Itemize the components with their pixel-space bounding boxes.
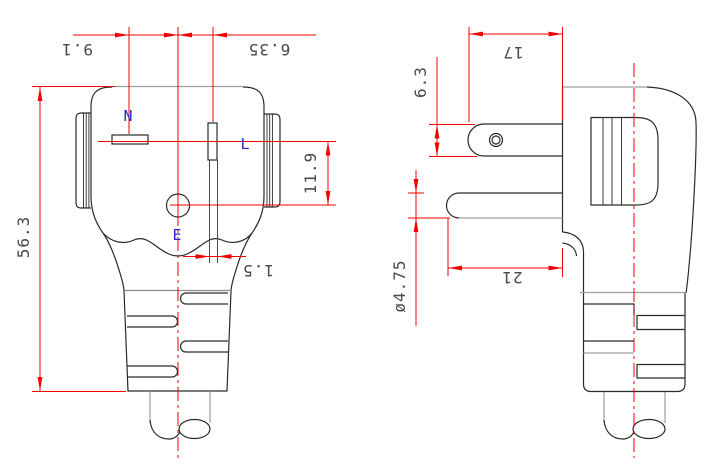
dim-text-terminal-drop: 11.9 (301, 151, 320, 195)
dim-text-blade-length: 17 (502, 43, 524, 62)
side-cable-end-face (632, 418, 666, 440)
dim-text-live-offset: 6.35 (247, 40, 291, 59)
front-cable-end-face (178, 418, 211, 440)
dim-text-blade-width: 6.3 (411, 66, 430, 98)
front-left-ear-ribs (83, 113, 90, 208)
dim-text-overall-height: 56.3 (14, 215, 33, 259)
side-cable-end-arc (603, 419, 635, 440)
dim-blade-length-ext (468, 27, 563, 122)
terminal-label-live: L (240, 134, 250, 153)
front-rib-slot-3 (179, 340, 228, 353)
side-view (445, 86, 697, 440)
front-arrowheads (37, 32, 331, 391)
front-cable-end-arc (149, 419, 181, 440)
dim-height-ext (32, 86, 126, 392)
front-right-ear (264, 113, 281, 208)
dim-text-neutral-offset: 9.1 (61, 40, 93, 59)
front-cable-sides (149, 391, 211, 423)
front-left-ear (75, 112, 91, 209)
dim-text-pin-diameter: ø4.75 (390, 259, 409, 313)
dim-text-pin-length: 21 (501, 268, 523, 287)
side-rib-line-1 (583, 303, 635, 316)
front-rib-slot-2 (127, 315, 179, 328)
side-flat-blade (467, 123, 563, 157)
front-dimensions (32, 27, 336, 458)
side-body-outline (646, 86, 697, 294)
side-grip-pad (590, 116, 659, 206)
terminal-label-earth: E (172, 225, 182, 244)
dim-slotwidth-ext (209, 160, 218, 263)
side-rib-slot-2 (636, 363, 685, 379)
front-rib-slot-1 (179, 292, 228, 305)
neutral-slot (111, 134, 149, 145)
side-rib-slot-1 (636, 314, 685, 331)
side-grip-ribs (602, 117, 622, 205)
dim-pin-dia-ext (408, 192, 450, 219)
terminal-label-neutral: N (123, 106, 133, 125)
side-dimensions (408, 27, 635, 458)
dim-text-slot-width: 1.5 (242, 261, 274, 280)
side-earth-pin (445, 192, 563, 219)
front-rib-slot-4 (127, 365, 179, 378)
blade-hole-outer (488, 132, 504, 148)
dim-pin-length-ext (447, 218, 563, 277)
blade-hole-inner (491, 135, 501, 145)
side-arrowheads (413, 31, 563, 271)
side-neck-step-inner (562, 242, 578, 257)
front-right-ear-ribs (266, 114, 273, 207)
side-cable-sides (603, 392, 666, 423)
side-neck-step-outer (562, 231, 585, 293)
